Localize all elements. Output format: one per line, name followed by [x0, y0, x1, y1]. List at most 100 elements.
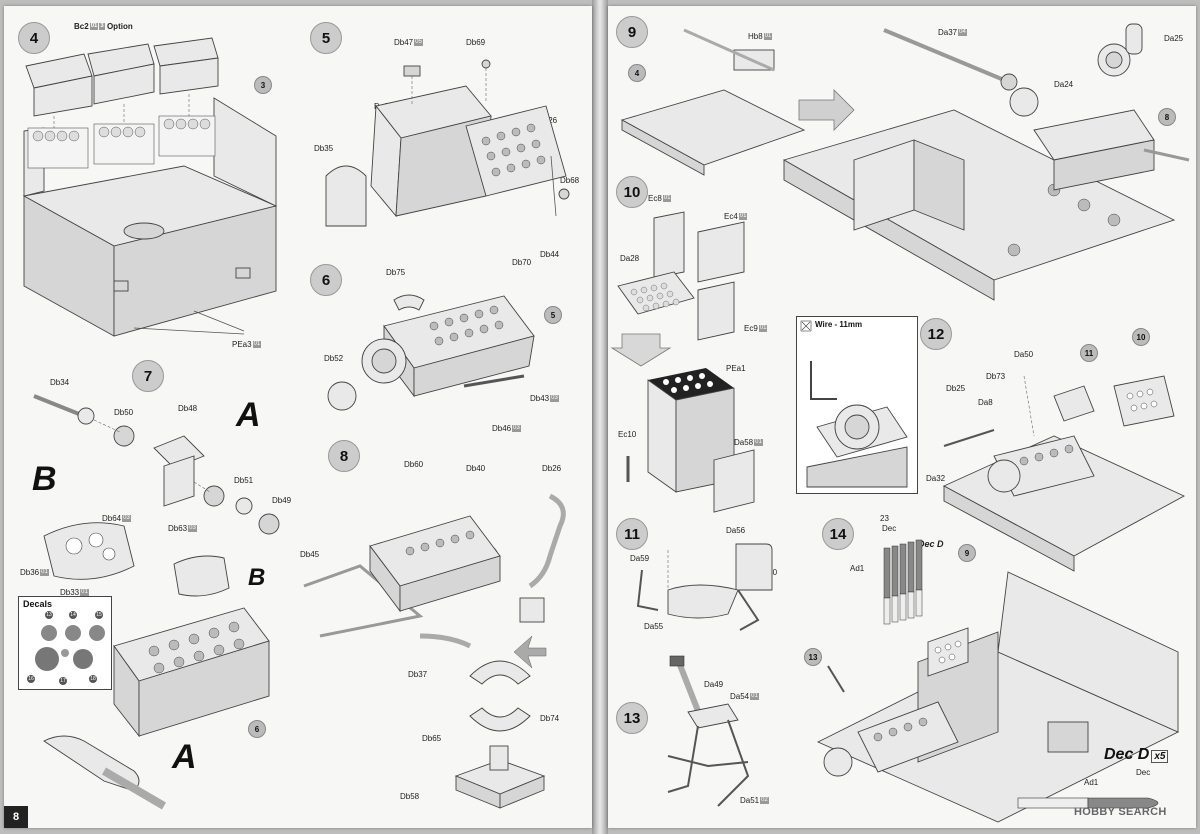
db26-label: Db26 [542, 464, 562, 473]
ref-11-circle: 11 [1080, 344, 1098, 362]
marker-b-left: B [32, 460, 57, 498]
step-12-illustration [942, 375, 1186, 572]
ref-8-circle: 8 [1158, 108, 1176, 126]
decal-15: 15 [95, 611, 103, 619]
db35-label: Db35 [314, 144, 334, 153]
db51-label: Db51 [234, 476, 254, 485]
wire-label: Wire - 11mm [815, 320, 863, 329]
ad1-label-bottom: Ad1 [1084, 778, 1099, 787]
ref-10-circle: 10 [1132, 328, 1150, 346]
da25-label: Da25 [1164, 34, 1184, 43]
step-4-badge: 4 [18, 22, 50, 54]
step-10-badge: 10 [616, 176, 648, 208]
ref-6-circle: 6 [248, 720, 266, 738]
db25-label: Db25 [946, 384, 966, 393]
db40-label: Db40 [466, 464, 486, 473]
step-14-illustration [816, 539, 1180, 823]
da59-label: Da59 [630, 554, 650, 563]
ref-5-circle: 5 [544, 306, 562, 324]
db44-label: Db44 [540, 250, 560, 259]
step-7-badge: 7 [132, 360, 164, 392]
db37-label: Db37 [408, 670, 428, 679]
db69-label: Db69 [466, 38, 486, 47]
watermark: HOBBY SEARCH [1074, 806, 1167, 818]
step-6-badge: 6 [310, 264, 342, 296]
da56-label: Da56 [726, 526, 746, 535]
db58-label: Db58 [400, 792, 420, 801]
page-gutter [592, 0, 608, 834]
ref-23-label: 23 [880, 514, 889, 523]
step-5-badge: 5 [310, 22, 342, 54]
step-14-badge: 14 [822, 518, 854, 550]
dec-label-bottom: Dec [1136, 768, 1151, 777]
step-8-illustration [303, 493, 566, 809]
pea1-label: PEa1 [726, 364, 746, 373]
wire-detail-illustration [800, 320, 908, 488]
ref-9-circle: 9 [958, 544, 976, 562]
step-12-badge: 12 [920, 318, 952, 350]
db60-label: Db60 [404, 460, 424, 469]
decal-shapes [35, 625, 105, 671]
step-10-illustration [610, 211, 755, 513]
ref-4-circle: 4 [628, 64, 646, 82]
da50-label: Da50 [1014, 350, 1034, 359]
ref-3-circle: 3 [254, 76, 272, 94]
db48-label: Db48 [178, 404, 198, 413]
step-4-illustration [22, 37, 278, 337]
decal-14: 14 [69, 611, 77, 619]
da49-label: Da49 [704, 680, 724, 689]
marker-a-bottom: A [172, 738, 197, 776]
db45-label: Db45 [300, 550, 320, 559]
db49-label: Db49 [272, 496, 292, 505]
db70-label: Db70 [512, 258, 532, 267]
step-5-illustration [325, 59, 570, 227]
db75-label: Db75 [386, 268, 406, 277]
single-shell-illustration [1017, 797, 1159, 809]
wire-detail-box: Wire - 11mm [796, 316, 918, 494]
db68-label: Db68 [560, 176, 580, 185]
decal-13: 13 [45, 611, 53, 619]
decal-17: 17 [59, 677, 67, 685]
step-13-illustration [667, 655, 750, 807]
ref-13-circle: 13 [804, 648, 822, 666]
db50-label: Db50 [114, 408, 134, 417]
step-11-badge: 11 [616, 518, 648, 550]
db65-label: Db65 [422, 734, 442, 743]
db52-label: Db52 [324, 354, 344, 363]
marker-b-right: B [248, 564, 266, 591]
step-9-illustration [620, 23, 1190, 301]
da32-label: Da32 [926, 474, 946, 483]
db74-label: Db74 [540, 714, 560, 723]
da28-label: Da28 [620, 254, 640, 263]
db34-label: Db34 [50, 378, 70, 387]
step-7-illustration [33, 394, 280, 810]
marker-a-top: A [236, 396, 261, 434]
db73-label: Db73 [986, 372, 1006, 381]
dec-d-label: Dec D [918, 539, 944, 549]
da55-label: Da55 [644, 622, 664, 631]
decals-title: Decals [23, 599, 53, 609]
dec-label-small: Dec [882, 524, 897, 533]
ad1-label: Ad1 [850, 564, 865, 573]
step-6-illustration [327, 294, 535, 411]
step-8-badge: 8 [328, 440, 360, 472]
decal-16: 16 [27, 675, 35, 683]
decal-18: 18 [89, 675, 97, 683]
step-11-illustration [636, 543, 773, 631]
